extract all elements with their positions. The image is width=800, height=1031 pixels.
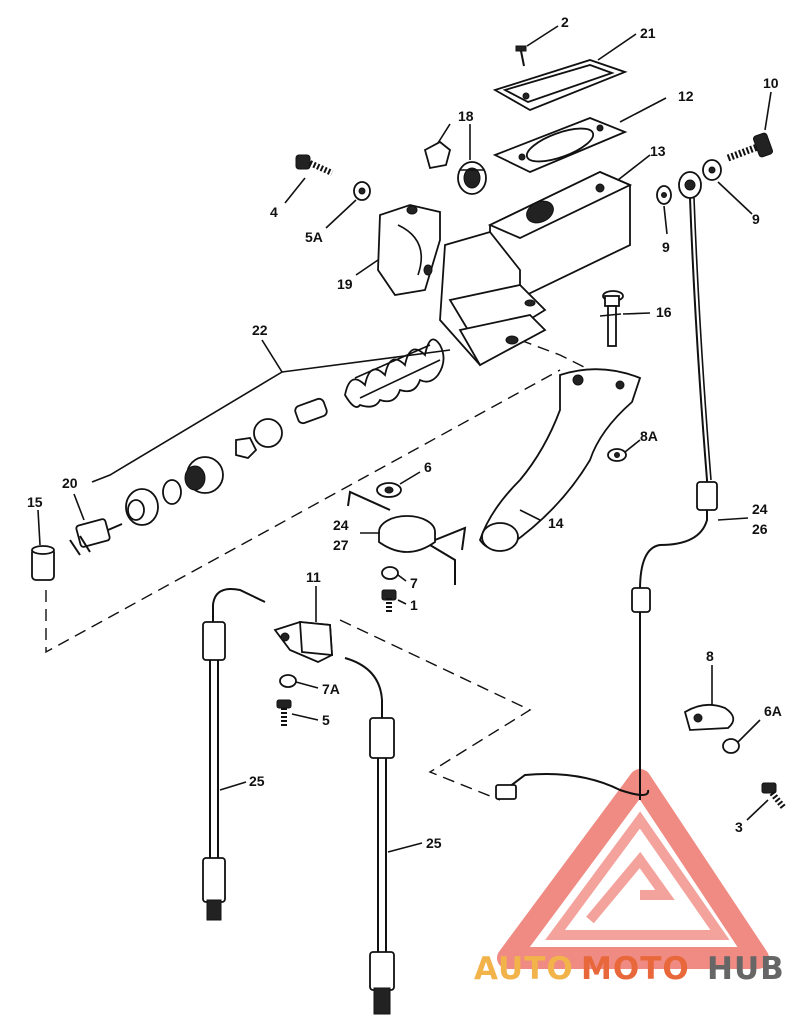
label-21: 21 — [640, 25, 656, 41]
part-13-master-cylinder — [439, 171, 633, 367]
part-12-gasket — [492, 117, 628, 173]
part-10-bolt — [726, 132, 773, 162]
part-1-screw — [381, 589, 397, 614]
part-9-washer-left — [656, 185, 672, 205]
label-5a: 5A — [305, 229, 323, 245]
part-4-bolt — [295, 154, 334, 176]
brake-line-25-right — [344, 657, 395, 1015]
part-14-lever — [479, 368, 642, 552]
label-2: 2 — [561, 14, 569, 30]
label-26: 26 — [752, 521, 768, 537]
part-24-27-switch-cap — [347, 490, 467, 585]
label-6: 6 — [424, 459, 432, 475]
part-6a-washer — [722, 738, 740, 754]
part-5a-washer — [353, 181, 371, 201]
label-27: 27 — [333, 537, 349, 553]
label-24-line: 24 — [752, 501, 768, 517]
brake-line-24-26 — [495, 197, 718, 800]
part-19-clamp — [377, 204, 441, 296]
label-9-right: 9 — [752, 211, 760, 227]
label-24-cap: 24 — [333, 517, 349, 533]
label-25-left: 25 — [249, 773, 265, 789]
label-14: 14 — [548, 515, 564, 531]
label-15: 15 — [27, 494, 43, 510]
label-3: 3 — [735, 819, 743, 835]
banjo-fitting — [678, 171, 702, 199]
label-6a: 6A — [764, 703, 782, 719]
label-9-left: 9 — [662, 239, 670, 255]
label-10: 10 — [763, 75, 779, 91]
watermark-moto: MOTO — [581, 951, 690, 987]
dashed-assembly-lines — [45, 339, 591, 801]
label-8: 8 — [706, 648, 714, 664]
part-15-cap — [31, 545, 55, 581]
label-19: 19 — [337, 276, 353, 292]
label-22: 22 — [252, 322, 268, 338]
part-16-pin — [602, 290, 624, 347]
label-20: 20 — [62, 475, 78, 491]
label-25-right: 25 — [426, 835, 442, 851]
label-18: 18 — [458, 108, 474, 124]
part-7-washer — [381, 566, 399, 580]
part-6-grommet — [376, 482, 402, 498]
label-13: 13 — [650, 143, 666, 159]
part-18-caps — [423, 140, 487, 195]
label-5: 5 — [322, 712, 330, 728]
part-3-screw — [761, 782, 787, 810]
watermark-hub: HUB — [707, 951, 785, 987]
watermark-text: AUTO MOTO HUB — [474, 951, 785, 987]
watermark-logo — [497, 769, 769, 969]
part-2-screw — [515, 45, 527, 67]
label-7: 7 — [410, 575, 418, 591]
part-8a-nut — [607, 448, 627, 462]
leader-lines — [37, 25, 772, 853]
label-7a: 7A — [322, 681, 340, 697]
label-11: 11 — [306, 569, 321, 585]
part-20-switch — [69, 518, 123, 556]
part-8-clip — [683, 703, 735, 731]
part-9-washer-right — [702, 159, 722, 181]
watermark-triangle-icon — [497, 769, 769, 969]
part-22-piston-kit — [125, 338, 445, 526]
label-1: 1 — [410, 597, 418, 613]
part-7a-washer — [279, 674, 297, 688]
part-5-bolt — [276, 699, 292, 728]
brake-line-25-left — [202, 588, 266, 921]
watermark-auto: AUTO — [474, 951, 574, 987]
part-21-cover — [492, 59, 628, 111]
label-4: 4 — [270, 204, 278, 220]
label-8a: 8A — [640, 428, 658, 444]
part-11-junction-block — [273, 620, 333, 663]
label-12: 12 — [678, 88, 694, 104]
part-labels: 2 21 12 18 13 10 9 9 4 5A 19 16 22 8A 6 … — [27, 14, 782, 851]
label-16: 16 — [656, 304, 672, 320]
